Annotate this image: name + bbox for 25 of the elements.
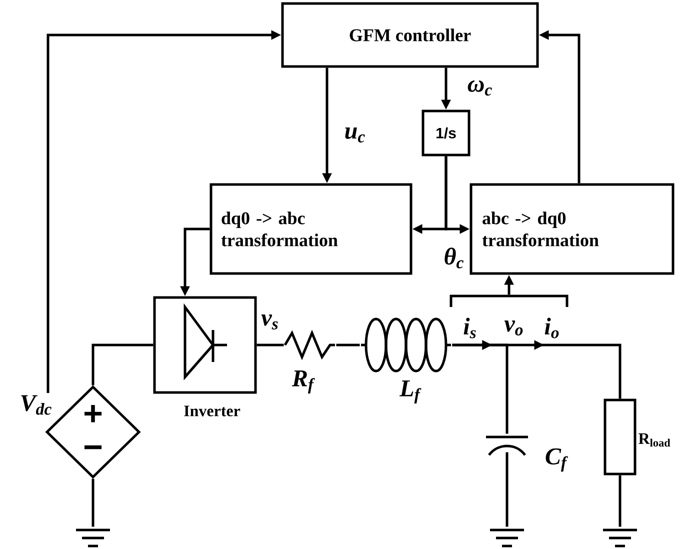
connector (452, 340, 622, 399)
ground-symbol (490, 528, 524, 548)
signal-label: i$_{o}$ (544, 318, 559, 338)
measurement-bracket (450, 294, 568, 307)
transformation-box: abc -> dq0 transformation (470, 183, 674, 275)
connector (336, 344, 360, 346)
connector (92, 478, 94, 527)
transformation-box: dq0 -> abc transformation (210, 183, 412, 275)
connector (506, 452, 508, 527)
voltage-label: V$_{dc}$ (21, 395, 52, 415)
ground-symbol (76, 528, 110, 548)
signal-label: i$_{s}$ (464, 318, 476, 338)
signal-label: v$_{s}$ (261, 314, 278, 330)
node-label: R$_{load}$ (638, 433, 670, 447)
connector (618, 475, 622, 527)
edge-label: θ$_{c}$ (444, 248, 464, 268)
connector (92, 344, 154, 386)
edge-label: ω$_{c}$ (468, 80, 492, 96)
integrator-box: 1/s (422, 110, 470, 156)
controller-box: GFM controller (281, 2, 539, 68)
ground-symbol (603, 528, 637, 548)
edge-label: u$_{c}$ (345, 128, 365, 142)
signal-label: v$_{o}$ (504, 320, 523, 336)
connector (256, 344, 284, 346)
load-resistor: R$_{load}$ (604, 398, 670, 476)
